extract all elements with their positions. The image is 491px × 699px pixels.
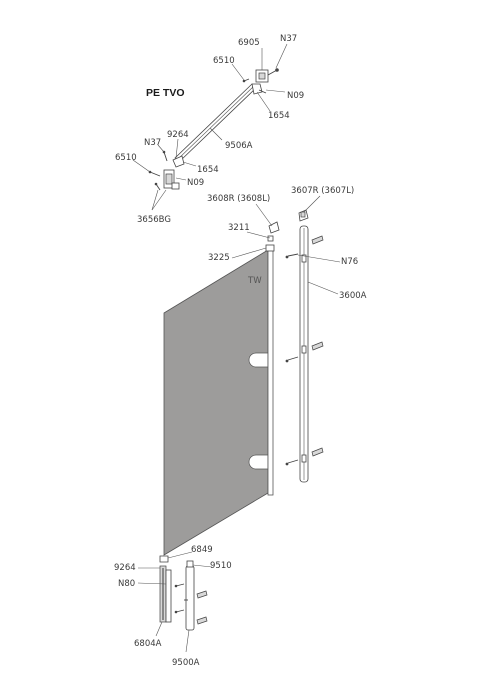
label-n09-left: N09: [187, 178, 204, 188]
label-3607: 3607R (3607L): [291, 186, 354, 196]
wall-profile-3600a: [299, 225, 309, 483]
label-9506a: 9506A: [225, 141, 253, 151]
label-n09-top: N09: [287, 91, 304, 101]
label-6849: 6849: [191, 545, 213, 555]
screw-6510-left: [149, 171, 161, 177]
label-6510-top: 6510: [213, 56, 235, 66]
label-3225: 3225: [208, 253, 230, 263]
profile-9500a: [185, 565, 195, 631]
label-1654-left: 1654: [197, 165, 219, 175]
screw-n37-left: [163, 151, 168, 162]
clamp-1654-top: [251, 83, 263, 95]
hinge-cutout-upper: [248, 352, 269, 368]
wall-plug-2: [311, 341, 324, 351]
label-n37-top: N37: [280, 34, 297, 44]
end-cap-3211: [267, 235, 274, 242]
label-n80: N80: [118, 579, 135, 589]
glass-panel-group: [159, 235, 275, 563]
leaders-top: [132, 43, 288, 211]
label-6905: 6905: [238, 38, 260, 48]
label-3600a: 3600A: [339, 291, 367, 301]
screw-n09-top: [258, 89, 267, 94]
glass-edge-profile: [267, 249, 274, 496]
cap-3608: [268, 221, 280, 234]
top-cap-3225: [265, 244, 275, 252]
leaders-middle: [231, 195, 341, 295]
label-3211: 3211: [228, 223, 250, 233]
hinge-cutout-lower: [248, 454, 269, 470]
seal-n80: [165, 569, 172, 623]
cap-9510: [186, 560, 194, 568]
bottom-assembly: [159, 560, 208, 631]
wall-plug-1: [311, 235, 324, 245]
part-labels: 6905 N37 6510 N09 1654 9506A N37 9264 65…: [114, 34, 367, 668]
label-9264-top: 9264: [167, 130, 189, 140]
wall-bracket-top: [242, 68, 279, 95]
label-tw: TW: [247, 276, 262, 286]
label-n37-left: N37: [144, 138, 161, 148]
label-6804a: 6804A: [134, 639, 162, 649]
label-n76: N76: [341, 257, 358, 267]
glass-panel: [163, 249, 269, 556]
label-3656bg: 3656BG: [137, 215, 171, 225]
leaders-bottom: [137, 551, 213, 653]
label-1654-top: 1654: [268, 111, 290, 121]
clamp-1654-left: [172, 155, 185, 168]
label-9264-bottom: 9264: [114, 563, 136, 573]
label-3608: 3608R (3608L): [207, 194, 270, 204]
bottom-seal-6849: [159, 555, 169, 563]
diagram-title: PE TVO: [146, 87, 185, 99]
label-6510-left: 6510: [115, 153, 137, 163]
label-9500a: 9500A: [172, 658, 200, 668]
label-9510: 9510: [210, 561, 232, 571]
wall-bracket-left: [148, 150, 185, 191]
wall-plug-3: [311, 447, 324, 457]
wall-screws-n76: [285, 235, 324, 466]
